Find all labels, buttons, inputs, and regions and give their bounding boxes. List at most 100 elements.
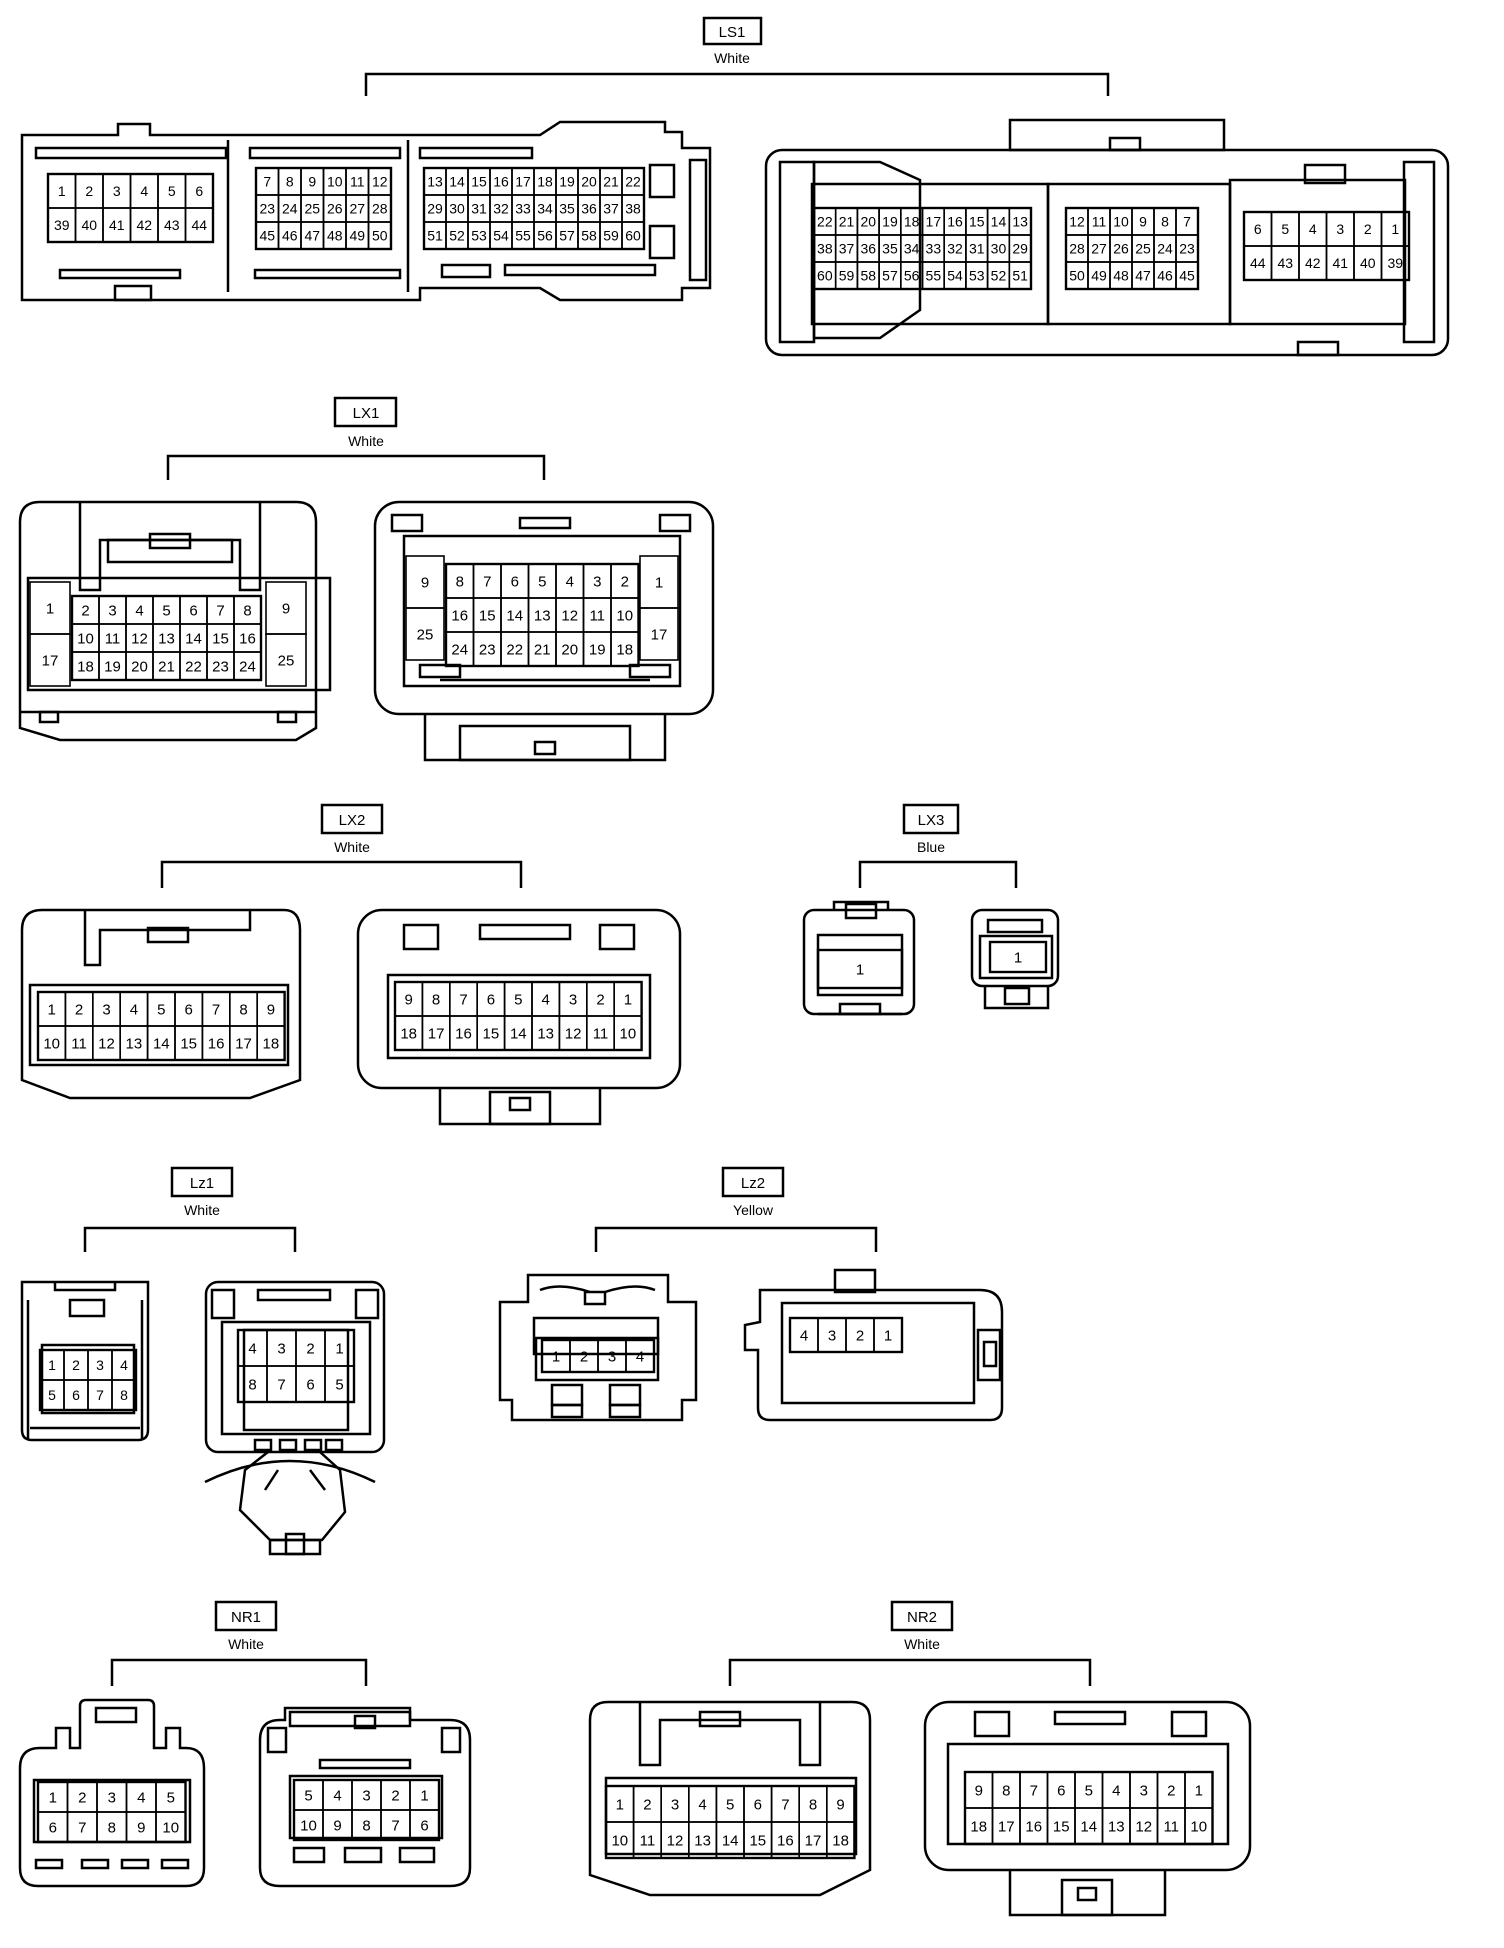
connector-ls1-female-housing: [20, 120, 712, 302]
pin-number: 33: [926, 241, 942, 257]
connector-lz1-name-box: [170, 1166, 234, 1198]
pin-number: 36: [860, 241, 876, 257]
pin-number: 10: [327, 174, 343, 190]
pin-number: 38: [625, 201, 641, 217]
pin-cell: [625, 1339, 655, 1373]
pin-number: 28: [372, 201, 388, 217]
pin-number: 9: [1139, 214, 1147, 230]
connector-lz1-bracket: [83, 1226, 297, 1252]
pin-number: 8: [243, 602, 251, 619]
pin-number: 4: [120, 1357, 128, 1373]
pin-number: 1: [552, 1348, 560, 1365]
pin-number: 3: [608, 1348, 616, 1365]
pin-number: 13: [537, 1025, 554, 1042]
connector-lx1-color: White: [348, 433, 384, 449]
pin-number: 8: [432, 991, 440, 1008]
pin-number: 1: [624, 991, 632, 1008]
pin-number: 35: [882, 241, 898, 257]
pin-number: 1: [48, 1001, 56, 1018]
pin-number: 2: [856, 1327, 864, 1344]
pin-number: 5: [514, 991, 522, 1008]
pin-number: 5: [335, 1376, 343, 1393]
pin-number: 3: [828, 1327, 836, 1344]
pin-cell: [610, 631, 640, 667]
pin-number: 3: [96, 1357, 104, 1373]
pin-number: 8: [248, 1376, 256, 1393]
pin-cell: [409, 1809, 440, 1841]
pin-number: 18: [400, 1025, 417, 1042]
pin-number: 22: [817, 214, 833, 230]
connector-nr2-bracket: [728, 1658, 1092, 1686]
pin-number: 4: [140, 183, 148, 199]
pin-number: 20: [860, 214, 876, 230]
pin-number: 12: [98, 1035, 115, 1052]
pin-number: 38: [817, 241, 833, 257]
pin-number: 11: [589, 607, 605, 624]
pin-number: 11: [640, 1832, 656, 1849]
pin-number: 59: [603, 228, 619, 244]
pin-number: 23: [1179, 241, 1195, 257]
pin-cell: [1380, 245, 1410, 281]
pin-number: 36: [581, 201, 597, 217]
pin-number: 12: [667, 1832, 684, 1849]
pin-number: 2: [391, 1787, 399, 1804]
connector-lx1-male-housing: [373, 500, 715, 762]
connector-lz2-name: Lz2: [741, 1175, 765, 1192]
pin-cell: [873, 1317, 903, 1353]
pin-number: 13: [694, 1832, 711, 1849]
pin-number: 21: [158, 658, 175, 675]
pin-number: 16: [1025, 1818, 1042, 1835]
pin-number: 18: [904, 214, 920, 230]
pin-number: 13: [534, 607, 551, 624]
connector-ls1-bracket: [364, 72, 1110, 96]
connector-lz2-bracket: [594, 1226, 878, 1252]
pin-cell: [825, 1821, 856, 1859]
pin-number: 16: [451, 607, 468, 624]
pin-number: 13: [1108, 1818, 1125, 1835]
pin-number: 10: [43, 1035, 60, 1052]
pin-number: 20: [581, 174, 597, 190]
pin-number: 8: [1161, 214, 1169, 230]
pin-number: 2: [580, 1348, 588, 1365]
pin-number: 16: [239, 630, 256, 647]
pin-number: 8: [286, 174, 294, 190]
pin-number: 14: [449, 174, 465, 190]
connector-lz2-name-box: [721, 1166, 785, 1198]
pin-number: 46: [282, 228, 298, 244]
connector-lx2-female-housing: [20, 908, 302, 1100]
pin-number: 6: [1254, 221, 1262, 237]
pin-number: 15: [749, 1832, 766, 1849]
connector-nr1-bracket: [110, 1658, 368, 1686]
pin-number: 9: [836, 1796, 844, 1813]
pin-number: 5: [538, 573, 546, 590]
pin-number: 23: [259, 201, 275, 217]
pin-cell: [155, 1811, 187, 1843]
pin-number: 1: [884, 1327, 892, 1344]
pin-number: 60: [817, 268, 833, 284]
pin-number: 14: [1080, 1818, 1097, 1835]
connector-lx3-name: LX3: [918, 812, 945, 829]
pin-number: 6: [487, 991, 495, 1008]
pin-number: 52: [991, 268, 1007, 284]
connector-lx2-color: White: [334, 839, 370, 855]
pin-number: 43: [1277, 255, 1293, 271]
pin-number: 40: [81, 217, 97, 233]
pin-number: 22: [185, 658, 202, 675]
pin-number: 12: [1135, 1818, 1152, 1835]
connector-lx2-name: LX2: [339, 812, 366, 829]
pin-cell: [817, 949, 903, 989]
pin-number: 1: [856, 961, 864, 978]
pin-cell: [29, 633, 71, 687]
pin-number: 3: [1336, 221, 1344, 237]
pin-number: 3: [1140, 1782, 1148, 1799]
pin-number: 2: [621, 573, 629, 590]
connector-lz1-male-housing: [204, 1280, 386, 1556]
pin-number: 6: [72, 1387, 80, 1403]
pin-number: 23: [479, 641, 496, 658]
pin-number: 1: [420, 1787, 428, 1804]
pin-number: 9: [333, 1817, 341, 1834]
pin-number: 7: [483, 573, 491, 590]
